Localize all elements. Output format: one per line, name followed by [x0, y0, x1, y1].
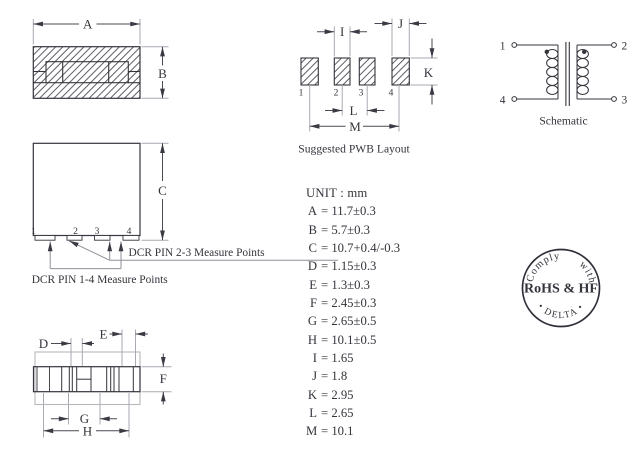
stamp-rohs-text: RoHS & HF: [524, 282, 598, 297]
unit-label: UNIT : mm: [306, 186, 368, 200]
pwb-pad-1: [300, 57, 319, 86]
dim-J: J: [374, 16, 427, 56]
dim-row-H: H= 10.1±0.5: [307, 332, 377, 347]
dim-letter-D: D: [39, 336, 48, 351]
dim-L: L: [325, 103, 385, 118]
front-pin-4: 4: [127, 227, 132, 237]
dim-row-J: J= 1.8: [312, 369, 348, 384]
pwb-pad-4: [391, 57, 410, 86]
dim-E: E: [100, 326, 148, 366]
pwb-pin-4: 4: [389, 89, 394, 99]
pwb-pad-2: [333, 57, 351, 86]
pwb-layout: 1 2 3 4: [299, 57, 410, 132]
front-pin-1: 1: [31, 227, 36, 237]
dim-F: F: [141, 353, 172, 405]
front-view-pin-numbers: 1 2 3 4: [31, 227, 132, 237]
dim-letter-J: J: [398, 16, 403, 31]
schematic-pin-2: 2: [622, 40, 628, 52]
dim-H: H: [43, 393, 130, 438]
pin1-pad: [34, 235, 56, 241]
pwb-pad-3: [358, 57, 376, 86]
dim-C: C: [141, 142, 169, 241]
core-outline: [32, 46, 141, 99]
dim-row-K: K= 2.95: [307, 387, 354, 402]
body-outline: [32, 142, 141, 237]
pin2-pad: [66, 235, 83, 241]
terminal-pin-4: [511, 96, 518, 102]
schematic: 1 2 4 3 Schematic: [500, 40, 628, 127]
terminal-pin-3: [611, 96, 617, 102]
front-view: [32, 142, 141, 241]
dim-A: A: [32, 17, 141, 45]
schematic-pin-1: 1: [500, 40, 506, 52]
terminal-pin-1: [511, 42, 518, 48]
dcr-leaders: [47, 240, 338, 270]
pwb-pin-3: 3: [359, 89, 364, 99]
rohs-stamp: Comply with RoHS & HF • DELTA •: [521, 248, 601, 328]
svg-text:Comply: Comply: [525, 251, 561, 284]
front-pin-2: 2: [73, 227, 78, 237]
schematic-caption: Schematic: [539, 114, 587, 127]
svg-text:• DELTA •: • DELTA •: [535, 302, 587, 321]
top-view: [32, 46, 141, 99]
schematic-pin-4: 4: [500, 94, 506, 106]
dim-K: K: [410, 38, 438, 105]
dim-row-E: E= 1.3±0.3: [309, 277, 371, 292]
dim-row-L: L= 2.65: [309, 406, 354, 421]
schematic-pin-3: 3: [622, 94, 628, 106]
bobbin-outline: [45, 61, 129, 84]
stamp-circle: [521, 248, 601, 328]
dim-letter-A: A: [83, 17, 93, 32]
body-shadow-outline: [34, 351, 141, 406]
pin4-pad: [122, 235, 140, 241]
stamp-comply-text: Comply: [525, 251, 560, 284]
bottom-view: [32, 351, 141, 406]
dimension-list: UNIT : mm A= 11.7±0.3 B= 5.7±0.3 C= 10.7…: [306, 184, 400, 441]
dim-G: G: [51, 393, 117, 426]
dim-letter-I: I: [340, 24, 344, 39]
dim-letter-B: B: [158, 66, 167, 81]
dim-row-C: C= 10.7+0.4/-0.3: [308, 241, 401, 256]
dim-I: I: [317, 24, 367, 57]
dim-M: M: [309, 119, 399, 134]
dim-row-I: I= 1.65: [312, 351, 354, 366]
dim-letter-C: C: [158, 183, 167, 198]
dim-row-M: M= 10.1: [306, 424, 354, 439]
polarity-dot: [544, 49, 549, 54]
dim-row-B: B= 5.7±0.3: [308, 222, 371, 237]
pad-band: [32, 366, 141, 393]
dim-row-F: F= 2.45±0.3: [309, 296, 377, 311]
dim-row-A: A= 11.7±0.3: [307, 204, 376, 219]
pwb-pin-1: 1: [299, 89, 304, 99]
dim-letter-G: G: [80, 411, 89, 426]
dim-row-G: G= 2.65±0.5: [307, 314, 377, 329]
front-pin-3: 3: [95, 227, 100, 237]
dim-letter-H: H: [83, 423, 92, 438]
dim-row-D: D= 1.15±0.3: [307, 259, 377, 274]
dcr-pin-2-3-label: DCR PIN 2-3 Measure Points: [129, 247, 266, 259]
dim-letter-M: M: [349, 119, 361, 134]
dim-B: B: [141, 46, 169, 99]
dcr-pin-1-4-label: DCR PIN 1-4 Measure Points: [32, 274, 169, 286]
dim-letter-L: L: [350, 103, 358, 118]
dim-D: D: [39, 336, 94, 366]
dim-letter-F: F: [160, 371, 167, 386]
dim-letter-E: E: [100, 326, 108, 341]
pwb-pin-2: 2: [334, 89, 339, 99]
dim-letter-K: K: [424, 65, 434, 80]
polarity-dot: [582, 49, 587, 54]
terminal-pin-2: [611, 42, 617, 48]
pin3-pad: [94, 235, 111, 241]
stamp-delta-text: • DELTA •: [535, 302, 585, 321]
pwb-caption: Suggested PWB Layout: [298, 143, 410, 156]
